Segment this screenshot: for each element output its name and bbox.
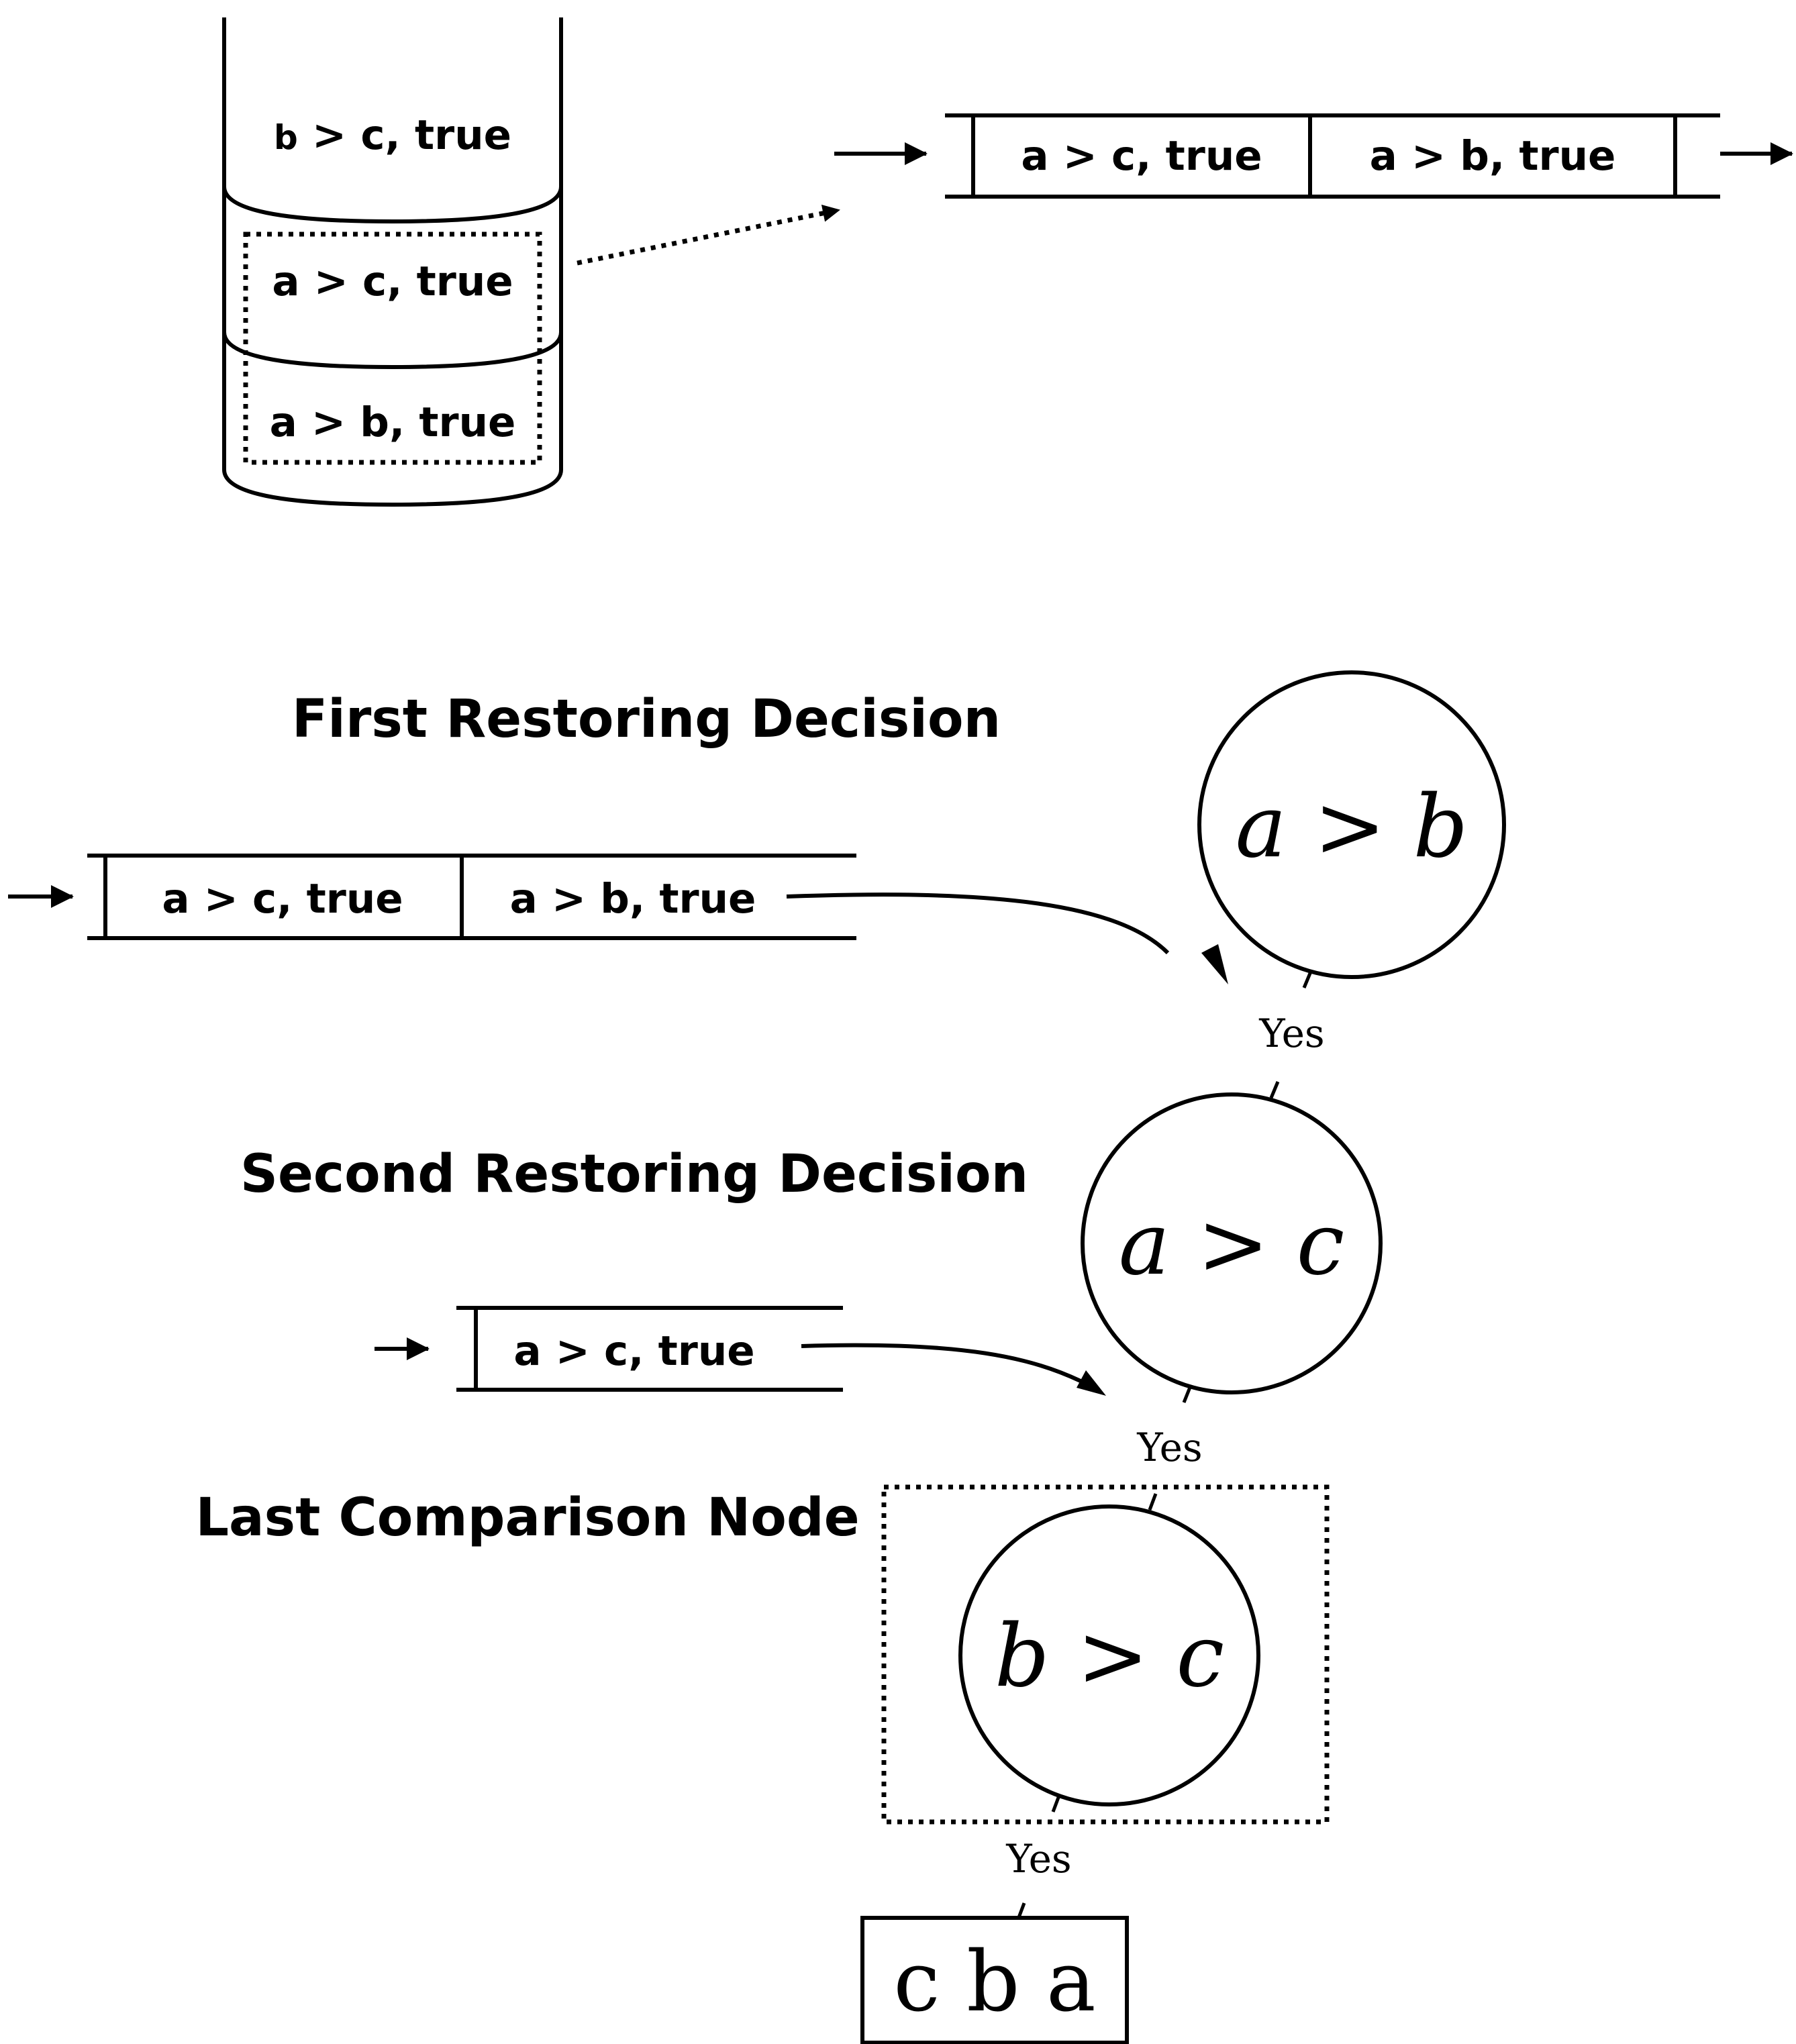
stack-bottom-entry: a > b, true <box>270 399 516 446</box>
decision-stack: b > c, true a > c, true a > b, true <box>222 17 563 507</box>
stack-top-entry: b > c, true <box>274 111 511 159</box>
tree-edge-2-top <box>1182 1385 1193 1403</box>
first-decision-queue: a > c, true a > b, true <box>8 854 1228 984</box>
tree-node-b-gt-c <box>958 1504 1260 1806</box>
tree-edge-1-label: Yes <box>1258 1011 1324 1056</box>
tree-edge-2-label: Yes <box>1136 1425 1202 1470</box>
first-queue-cell-2: a > b, true <box>510 875 756 923</box>
stack-bottom <box>222 469 563 507</box>
tree-node-a-gt-c-label: a > c <box>1119 1194 1345 1294</box>
tree-node-a-gt-b <box>1197 670 1506 979</box>
tree-node-a-gt-b-label: a > b <box>1236 777 1468 877</box>
stack-highlight-box <box>243 232 542 465</box>
queue-top: a > c, true a > b, true <box>834 113 1793 199</box>
queue-cell-2: a > b, true <box>1370 132 1616 180</box>
first-restore-arrowhead <box>1201 944 1228 984</box>
last-node-highlight-box <box>881 1484 1330 1825</box>
tree-node-b-gt-c-label: b > c <box>995 1606 1224 1706</box>
tree-edge-3-top <box>1051 1795 1061 1812</box>
tree-edge-1-bottom <box>1269 1081 1280 1098</box>
second-restore-arrow <box>801 1343 1082 1383</box>
first-decision-heading: First Restoring Decision <box>292 689 1001 750</box>
queue-cell-1: a > c, true <box>1021 132 1262 180</box>
last-node-heading: Last Comparison Node <box>195 1488 859 1548</box>
stack-to-queue-arrow <box>577 205 840 266</box>
first-queue-cell-1: a > c, true <box>162 875 403 923</box>
tree-node-a-gt-c <box>1081 1092 1383 1394</box>
tree-edge-3-label: Yes <box>1005 1836 1071 1882</box>
second-decision-heading: Second Restoring Decision <box>240 1144 1028 1205</box>
first-restore-arrow <box>786 892 1170 955</box>
decision-tree: a > b Yes a > c Yes b > c Yes c b a <box>860 670 1506 2044</box>
stack-divider-1 <box>222 186 563 224</box>
second-queue-cell-1: a > c, true <box>513 1327 754 1375</box>
tree-edge-1-top <box>1302 971 1313 988</box>
result-leaf-box <box>860 1916 1129 2044</box>
stack-middle-entry: a > c, true <box>272 258 513 305</box>
stack-divider-2 <box>222 331 563 370</box>
second-decision-queue: a > c, true <box>375 1306 1106 1396</box>
second-restore-arrowhead <box>1077 1370 1106 1396</box>
result-leaf-label: c b a <box>893 1934 1096 2031</box>
tree-edge-2-bottom <box>1148 1493 1158 1511</box>
